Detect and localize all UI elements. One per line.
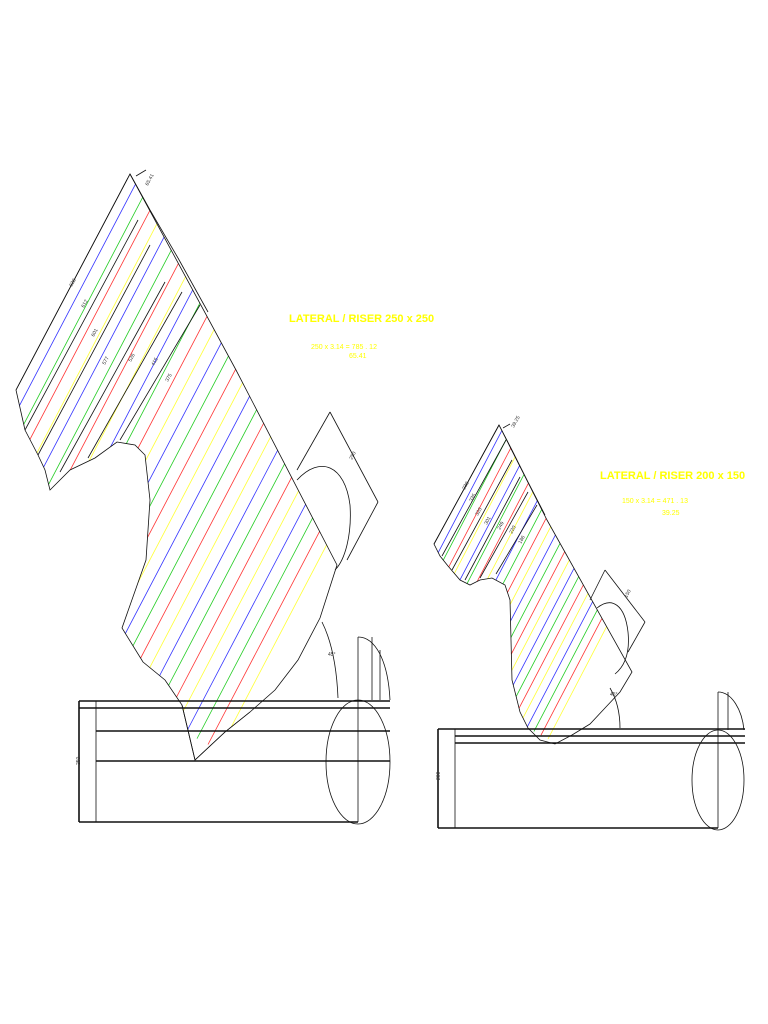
left-dim-top: 65.41	[144, 173, 155, 187]
right-dim-top: 39.25	[510, 415, 521, 429]
left-dim-4: 577	[101, 356, 110, 366]
left-development-outline	[15, 173, 338, 761]
hatch-line	[97, 265, 319, 686]
hatch-line	[434, 433, 528, 664]
hatch-line	[16, 218, 231, 639]
right-angle-arc	[609, 687, 621, 729]
hatch-line	[75, 253, 297, 675]
hatch-line	[20, 224, 242, 645]
hatch-line	[86, 259, 308, 681]
right-dim-angle: 45°	[610, 692, 618, 698]
hatch-line	[174, 306, 337, 728]
hatch-line	[526, 497, 632, 728]
left-branch-dim-ext1	[296, 411, 331, 471]
hatch-line	[491, 478, 613, 710]
right-branch-dim-ext1	[589, 569, 606, 601]
hatch-line	[442, 452, 563, 683]
left-dimension-ticks	[15, 169, 209, 473]
left-angle-arc	[321, 621, 339, 699]
right-main-pipe	[437, 691, 745, 831]
left-branch-dim-line	[329, 411, 379, 503]
hatch-line	[185, 312, 337, 733]
left-lateral	[15, 169, 391, 825]
right-development-outline	[433, 424, 633, 745]
right-pipe-end-ellipse	[691, 729, 745, 831]
hatch-line	[31, 230, 253, 651]
hatch-line	[434, 425, 500, 649]
hatch-line	[498, 482, 620, 713]
right-dim-5: 249	[496, 521, 505, 531]
left-formula-line2: 65.41	[349, 353, 367, 360]
left-branch-ellipse	[296, 465, 351, 571]
hatch-line	[16, 212, 220, 634]
right-formula-line1: 150 x 3.14 = 471 . 13	[622, 498, 688, 505]
left-branch-dim-ext2	[346, 501, 379, 561]
hatch-line	[435, 448, 556, 680]
hatch-line	[207, 324, 337, 745]
left-dim-angle: 45°	[328, 652, 336, 658]
right-development-hatch	[434, 425, 632, 740]
right-dim-1: 338	[461, 481, 470, 491]
left-main-pipe	[78, 636, 391, 825]
left-dim-6: 415	[150, 357, 159, 367]
right-branch-dim-ext2	[627, 621, 646, 653]
hatch-line	[434, 429, 521, 661]
hatch-line	[540, 505, 632, 736]
hatch-line	[434, 437, 535, 668]
right-dim-height: 200	[436, 771, 442, 780]
hatch-line	[434, 426, 514, 657]
hatch-line	[16, 174, 143, 592]
right-branch-ellipse	[596, 602, 629, 675]
left-formula-line1: 250 x 3.14 = 785 . 12	[311, 344, 377, 351]
hatch-line	[141, 289, 337, 710]
hatch-line	[16, 200, 198, 622]
right-dim-7: 186	[517, 535, 526, 545]
hatch-line	[463, 463, 584, 695]
left-branch-vee	[181, 704, 251, 761]
hatch-line	[196, 318, 337, 739]
hatch-line	[218, 330, 337, 751]
right-dimension-ticks	[433, 423, 546, 581]
hatch-line	[16, 189, 176, 610]
hatch-line	[163, 300, 337, 722]
hatch-line	[434, 441, 542, 672]
hatch-line	[16, 174, 132, 587]
hatch-line	[449, 456, 570, 687]
hatch-line	[505, 486, 627, 717]
right-dim-3: 320	[474, 507, 483, 517]
right-dim-6: 220	[508, 525, 517, 535]
left-dim-1: 628	[68, 278, 77, 288]
right-dim-branch: 150	[623, 589, 632, 599]
left-dim-2: 612	[80, 299, 89, 309]
left-dim-5: 526	[127, 353, 136, 363]
hatch-line	[533, 501, 632, 732]
hatch-line	[434, 425, 507, 653]
hatch-line	[152, 294, 337, 716]
right-title: LATERAL / RISER 200 x 150	[600, 470, 745, 482]
hatch-line	[16, 183, 165, 604]
right-dim-4: 301	[483, 516, 492, 526]
hatch-line	[16, 195, 187, 616]
left-pipe-end-ellipse	[325, 699, 391, 825]
hatch-line	[512, 490, 632, 721]
hatch-line	[16, 206, 209, 628]
hatch-line	[434, 444, 549, 676]
right-formula-line2: 39.25	[662, 510, 680, 517]
left-title: LATERAL / RISER 250 x 250	[289, 313, 434, 325]
left-dim-height: 250	[76, 756, 82, 765]
hatch-line	[16, 177, 154, 598]
left-dim-7: 375	[164, 373, 173, 383]
hatch-line	[16, 174, 121, 581]
hatch-line	[64, 247, 286, 669]
hatch-line	[477, 471, 598, 702]
hatch-line	[108, 271, 330, 692]
hatch-line	[42, 236, 264, 657]
right-dim-2: 335	[468, 493, 477, 503]
left-dim-branch: 250	[348, 451, 357, 461]
left-development-hatch	[16, 174, 337, 751]
right-branch-dim-line	[604, 569, 646, 623]
hatch-line	[119, 277, 337, 698]
left-dim-3: 601	[90, 328, 99, 338]
